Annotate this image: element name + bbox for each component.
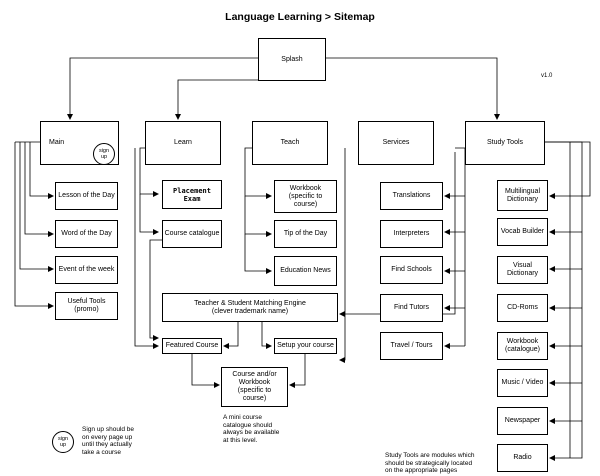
travel-tours-node: Travel / Tours (380, 332, 443, 360)
translations-node: Translations (380, 182, 443, 210)
music-video-node: Music / Video (497, 369, 548, 397)
services-node: Services (358, 121, 434, 165)
visual-dictionary-node: Visual Dictionary (497, 256, 548, 284)
edge-main-word (24, 142, 54, 237)
teach-node: Teach (252, 121, 328, 165)
multilingual-dictionary-node: Multilingual Dictionary (497, 180, 548, 211)
edge-matching-featured (223, 322, 239, 349)
course-workbook-node: Course and/or Workbook (specific to cour… (221, 367, 288, 407)
placement-exam-label: Placement Exam (173, 186, 211, 203)
interpreters-node: Interpreters (380, 220, 443, 248)
edge-setup-course (289, 354, 306, 388)
workbook-teach-node: Workbook (specific to course) (274, 180, 337, 213)
matching-engine-node: Teacher & Student Matching Engine (cleve… (162, 293, 338, 322)
course-catalogue-node: Course catalogue (162, 220, 222, 248)
lesson-of-the-day-node: Lesson of the Day (55, 182, 118, 210)
edge-main-tools (14, 142, 54, 309)
radio-node: Radio (497, 444, 548, 472)
edge-services-rail (455, 147, 466, 346)
edge-study-rail-a (545, 141, 591, 199)
edge-teach-workbook (244, 147, 272, 199)
find-schools-node: Find Schools (380, 256, 443, 284)
edge-learn-featured (134, 148, 159, 349)
newspaper-node: Newspaper (497, 407, 548, 435)
find-tutors-node: Find Tutors (380, 294, 443, 322)
page-title: Language Learning > Sitemap (225, 11, 375, 23)
version-label: v1.0 (541, 73, 553, 79)
edge-teach-setup (339, 148, 346, 363)
featured-course-node: Featured Course (162, 338, 222, 354)
edge-catalogue-featured (149, 239, 162, 341)
edge-learn-exam (139, 147, 159, 197)
mini-catalogue-note: A mini course catalogue should always be… (223, 414, 280, 444)
edge-learn-catalogue (139, 194, 159, 235)
edge-teach-tip (244, 196, 272, 237)
word-of-the-day-node: Word of the Day (55, 220, 118, 248)
edge-main-event (19, 142, 54, 272)
workbook-catalogue-node: Workbook (catalogue) (497, 332, 548, 360)
edge-study-rail-b (545, 141, 583, 461)
setup-your-course-node: Setup your course (274, 338, 337, 354)
sign-up-badge-main: sign up (93, 143, 115, 165)
useful-tools-node: Useful Tools (promo) (55, 292, 118, 320)
edge-main-lesson (29, 142, 54, 199)
tip-of-the-day-node: Tip of the Day (274, 220, 337, 248)
edge-teach-news (244, 234, 272, 274)
edge-splash-learn (175, 79, 258, 120)
edge-featured-course (191, 354, 220, 388)
study-tools-node: Study Tools (465, 121, 545, 165)
placement-exam-node: Placement Exam (162, 180, 222, 209)
sign-up-badge-legend: sign up (52, 431, 74, 453)
learn-node: Learn (145, 121, 221, 165)
cd-roms-node: CD-Roms (497, 294, 548, 322)
edge-splash-main (67, 57, 258, 120)
study-tools-note: Study Tools are modules which should be … (385, 452, 475, 474)
edge-splash-study (326, 57, 500, 120)
vocab-builder-node: Vocab Builder (497, 218, 548, 246)
sign-up-note: Sign up should be on every page up until… (82, 426, 135, 456)
education-news-node: Education News (274, 256, 337, 286)
edge-matching-setup (261, 322, 272, 349)
edge-services-matching (339, 152, 456, 317)
splash-node: Splash (258, 38, 326, 81)
event-of-the-week-node: Event of the week (55, 256, 118, 284)
